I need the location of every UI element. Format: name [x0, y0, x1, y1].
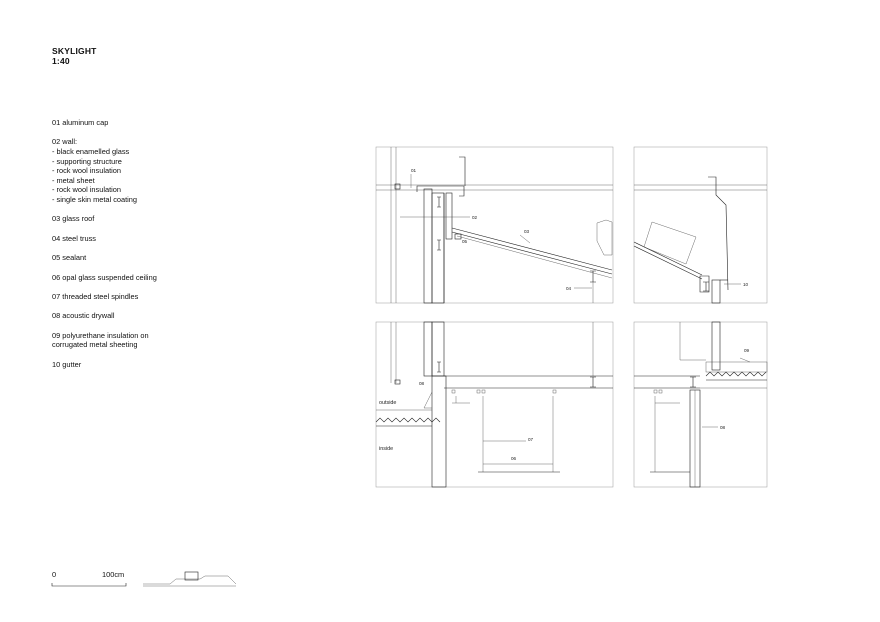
callout-label: 07	[528, 437, 534, 442]
detail-panel-lower-right: 08 09	[633, 321, 768, 488]
legend-num: 10	[52, 359, 61, 369]
drawing-scale: 1:40	[52, 56, 70, 66]
aluminum-cap	[416, 185, 465, 197]
legend-num: 04	[52, 233, 61, 243]
legend-text: steel truss	[62, 233, 96, 243]
outside-label: outside	[379, 400, 396, 406]
panel-frame	[633, 146, 768, 304]
panel-frame	[633, 321, 768, 488]
callout-label: 10	[743, 282, 749, 287]
legend: 01 aluminum cap 02 wall: - black enamell…	[52, 118, 232, 379]
legend-item: 08 acoustic drywall	[52, 311, 232, 321]
callout-label: 05	[462, 239, 468, 244]
legend-subitem: corrugated metal sheeting	[52, 340, 138, 350]
legend-text: opal glass suspended ceiling	[62, 272, 157, 282]
callout-label: 04	[566, 286, 572, 291]
legend-num: 05	[52, 253, 61, 263]
callout-label: 03	[524, 229, 530, 234]
legend-item: 02 wall: - black enamelled glass - suppo…	[52, 137, 232, 204]
legend-num: 06	[52, 272, 61, 282]
legend-num: 07	[52, 291, 61, 301]
callout-label: 09	[744, 348, 750, 353]
corrugated-sheeting	[375, 417, 441, 423]
legend-subitem: - single skin metal coating	[52, 194, 138, 204]
drawing-title: SKYLIGHT 1:40	[52, 46, 97, 66]
legend-item: 05 sealant	[52, 253, 232, 263]
legend-text: aluminum cap	[62, 118, 109, 127]
legend-subitem: - rock wool insulation	[52, 166, 122, 176]
legend-subitem: - supporting structure	[52, 156, 122, 166]
callout-label: 01	[411, 168, 417, 173]
scale-bar-line	[51, 583, 127, 587]
inside-label: inside	[379, 446, 393, 452]
callout-label: 02	[472, 215, 478, 220]
legend-subitem: - black enamelled glass	[52, 146, 130, 156]
drawing-name: SKYLIGHT	[52, 46, 97, 56]
scale-end-label: 100cm	[102, 570, 125, 579]
legend-item: 10 gutter	[52, 360, 232, 370]
legend-subitem: - rock wool insulation	[52, 185, 122, 195]
legend-text: glass roof	[62, 214, 95, 224]
callout-label: 06	[511, 456, 517, 461]
steel-truss	[590, 270, 596, 283]
detail-panel-upper-right: 10	[633, 146, 768, 304]
legend-text: acoustic drywall	[62, 311, 115, 321]
panel-frame	[375, 146, 614, 304]
scale-start-label: 0	[52, 570, 57, 579]
legend-num: 01	[52, 118, 61, 127]
detail-panel-upper-left: 01 02 03 04 05	[375, 146, 614, 304]
panel-frame	[375, 321, 614, 488]
key-plan-thumbnail	[143, 571, 237, 587]
legend-num: 03	[52, 214, 61, 224]
glass-roof	[451, 227, 613, 271]
legend-item: 04 steel truss	[52, 234, 232, 244]
legend-item: 07 threaded steel spindles	[52, 292, 232, 302]
legend-num: 09	[52, 330, 61, 340]
legend-subitem: - metal sheet	[52, 175, 95, 185]
legend-item: 01 aluminum cap	[52, 118, 232, 128]
legend-num: 08	[52, 311, 61, 321]
legend-num: 02	[52, 137, 61, 147]
legend-text: gutter	[62, 359, 82, 369]
concrete-wall	[431, 375, 447, 488]
legend-item: 09 polyurethane insulation on corrugated…	[52, 331, 232, 350]
callout-label: 08	[720, 425, 726, 430]
legend-text: polyurethane insulation on	[62, 330, 149, 340]
legend-text: wall:	[62, 137, 78, 147]
callout-label: 08	[419, 381, 425, 386]
legend-item: 03 glass roof	[52, 214, 232, 224]
legend-item: 06 opal glass suspended ceiling	[52, 273, 232, 283]
legend-text: sealant	[62, 253, 87, 263]
detail-panel-lower-left: outside inside 08 07 06	[375, 321, 614, 488]
wall-insulation	[423, 188, 433, 304]
polyurethane-insulation	[705, 371, 767, 377]
legend-text: threaded steel spindles	[62, 291, 139, 301]
